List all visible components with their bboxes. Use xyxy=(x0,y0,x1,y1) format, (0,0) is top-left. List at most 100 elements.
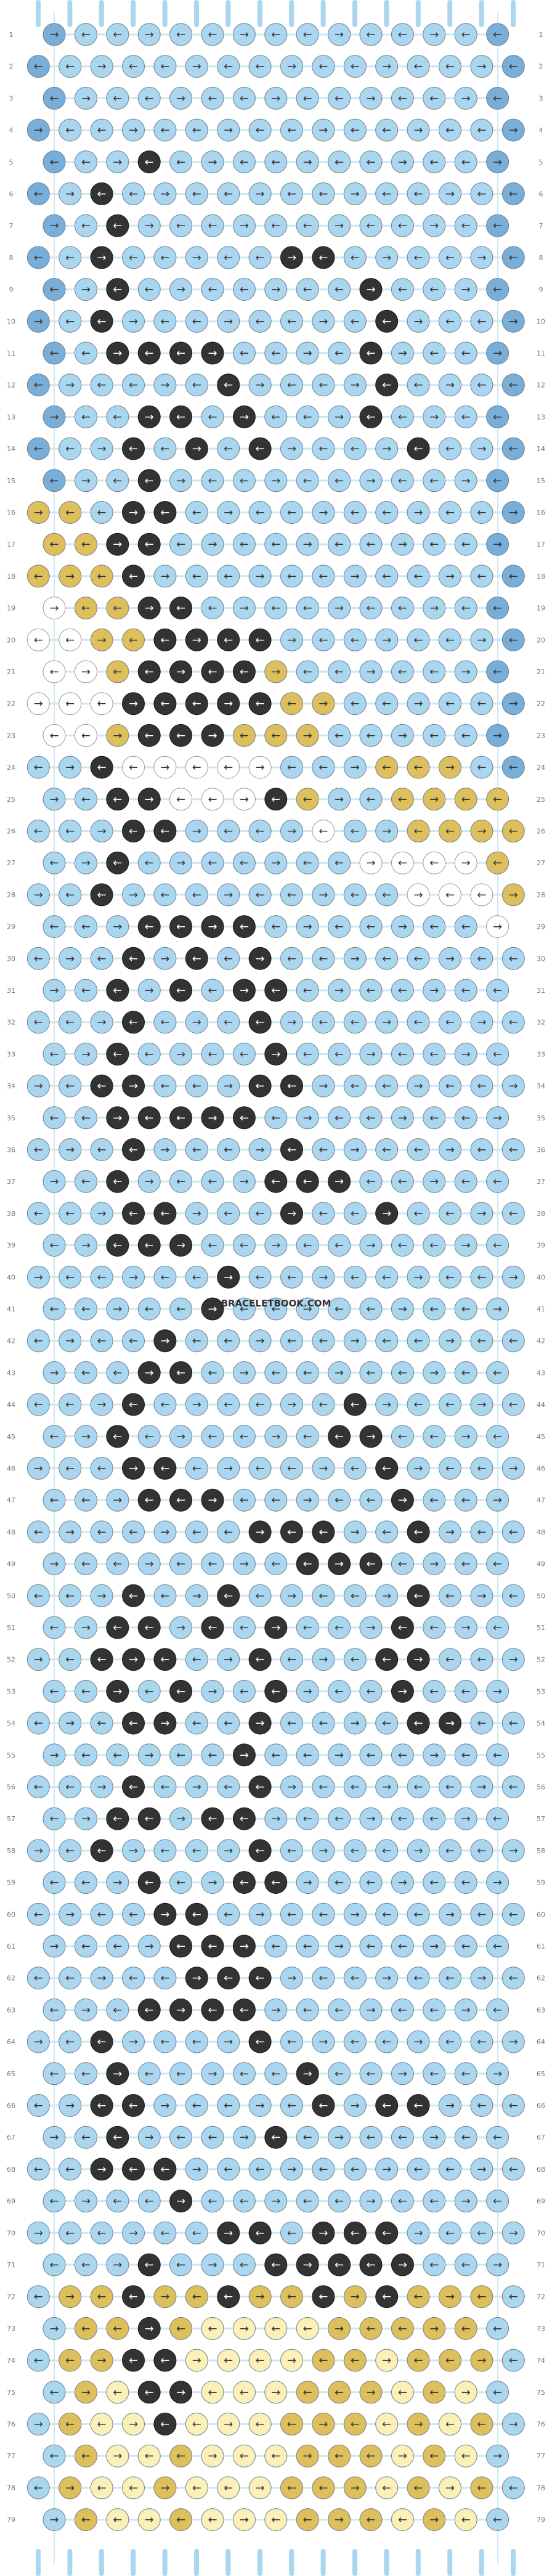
knot-arrow-icon: → xyxy=(65,952,75,965)
knot: ← xyxy=(486,788,509,811)
row-number-left: 20 xyxy=(7,636,15,644)
row-number-right: 59 xyxy=(537,1879,545,1887)
knot-arrow-icon: ← xyxy=(81,538,91,551)
knot-arrow-icon: ← xyxy=(303,475,312,487)
row-number-right: 62 xyxy=(537,1975,545,1983)
knot-arrow-icon: → xyxy=(414,2418,423,2431)
knot-arrow-icon: ← xyxy=(34,2100,43,2113)
knot-arrow-icon: ← xyxy=(398,666,407,679)
knot-arrow-icon: → xyxy=(303,1112,312,1125)
knot-arrow-icon: → xyxy=(113,2450,122,2463)
knot-arrow-icon: → xyxy=(303,1303,312,1316)
knot-arrow-icon: → xyxy=(414,124,423,137)
knot-arrow-icon: → xyxy=(65,1908,75,1921)
knot-arrow-icon: ← xyxy=(176,219,185,232)
knot-arrow-icon: ← xyxy=(97,1080,107,1093)
knot-arrow-icon: → xyxy=(160,2291,169,2304)
knot-arrow-icon: ← xyxy=(65,124,75,137)
knot-circle xyxy=(343,118,367,142)
knot-arrow-icon: ← xyxy=(160,1844,169,1857)
knot-arrow-icon: ← xyxy=(445,1972,455,1985)
knot: → xyxy=(43,214,86,237)
knot-circle xyxy=(296,214,319,237)
knot-arrow-icon: ← xyxy=(319,379,328,392)
knot-circle xyxy=(296,278,319,301)
knot-arrow-icon: ← xyxy=(509,251,518,264)
knot-arrow-icon: ← xyxy=(445,2227,455,2240)
knot-arrow-icon: ← xyxy=(429,2386,439,2399)
knot-arrow-icon: ← xyxy=(65,60,75,73)
knot-arrow-icon: ← xyxy=(461,1749,471,1762)
knot-arrow-icon: ← xyxy=(256,1271,265,1284)
knot-arrow-icon: → xyxy=(461,666,471,679)
knot-arrow-icon: ← xyxy=(192,124,201,137)
knot-arrow-icon: → xyxy=(303,921,312,934)
knot-circle xyxy=(201,86,224,110)
knot-arrow-icon: → xyxy=(493,2068,502,2081)
row-number-right: 12 xyxy=(537,381,545,389)
row-number-left: 16 xyxy=(7,509,15,517)
knot-circle xyxy=(359,278,383,301)
row-number-right: 16 xyxy=(537,509,545,517)
row-number-left: 1 xyxy=(9,31,14,39)
knot-arrow-icon: ← xyxy=(129,379,138,392)
knot-arrow-icon: ← xyxy=(208,2322,217,2335)
knot-arrow-icon: ← xyxy=(208,2195,217,2208)
knot-arrow-icon: ← xyxy=(65,1589,75,1602)
knot-arrow-icon: ← xyxy=(319,570,328,583)
knot-arrow-icon: ← xyxy=(97,1335,107,1348)
knot-arrow-icon: → xyxy=(49,28,59,41)
knot-arrow-icon: ← xyxy=(34,1398,43,1411)
knot-arrow-icon: ← xyxy=(256,634,265,646)
knot-arrow-icon: ← xyxy=(176,347,185,360)
knot-arrow-icon: ← xyxy=(493,857,502,870)
knot-arrow-icon: ← xyxy=(176,2322,185,2335)
knot: → xyxy=(486,1679,509,1703)
knot-arrow-icon: → xyxy=(240,1175,249,1188)
knot-circle xyxy=(470,246,493,269)
knot-arrow-icon: ← xyxy=(34,634,43,646)
knot-arrow-icon: ← xyxy=(477,124,486,137)
knot-arrow-icon: → xyxy=(335,1175,344,1188)
knot-arrow-icon: ← xyxy=(335,2068,344,2081)
knot-arrow-icon: ← xyxy=(97,889,107,902)
knot-arrow-icon: → xyxy=(192,634,201,646)
knot-circle xyxy=(232,278,256,301)
knot-arrow-icon: ← xyxy=(65,698,75,711)
knot-arrow-icon: ← xyxy=(256,1972,265,1985)
knot-arrow-icon: → xyxy=(509,2036,518,2048)
knot-arrow-icon: ← xyxy=(113,283,122,296)
row-number-right: 44 xyxy=(537,1401,545,1409)
knot-arrow-icon: → xyxy=(129,1653,138,1666)
row-number-left: 37 xyxy=(7,1178,15,1186)
knot-arrow-icon: ← xyxy=(445,251,455,264)
row-number-right: 30 xyxy=(537,955,545,963)
knot: → xyxy=(232,23,276,46)
knot-arrow-icon: ← xyxy=(319,825,328,838)
knot-arrow-icon: ← xyxy=(414,952,423,965)
knot-arrow-icon: ← xyxy=(49,1112,59,1125)
knot-circle xyxy=(169,278,193,301)
knot-arrow-icon: ← xyxy=(351,251,360,264)
knot-arrow-icon: ← xyxy=(351,825,360,838)
knot-circle xyxy=(423,278,446,301)
knot-arrow-icon: ← xyxy=(429,1494,439,1507)
knot-arrow-icon: ← xyxy=(509,1144,518,1157)
knot-arrow-icon: ← xyxy=(319,1207,328,1220)
knot-arrow-icon: ← xyxy=(145,2195,154,2208)
knot: ← xyxy=(264,214,308,237)
knot-circle xyxy=(169,214,193,237)
row-number-left: 15 xyxy=(7,477,15,485)
knot-arrow-icon: ← xyxy=(160,698,169,711)
knot-arrow-icon: → xyxy=(113,347,122,360)
knot-arrow-icon: ← xyxy=(49,1812,59,1825)
knot-circle xyxy=(359,214,383,237)
row-number-left: 27 xyxy=(7,859,15,867)
knot-circle xyxy=(248,55,272,78)
knot-arrow-icon: ← xyxy=(271,984,280,997)
row-number-left: 39 xyxy=(7,1242,15,1250)
knot-arrow-icon: → xyxy=(319,2227,328,2240)
knot-circle xyxy=(439,182,461,205)
knot-arrow-icon: → xyxy=(34,1271,43,1284)
knot-arrow-icon: ← xyxy=(477,1844,486,1857)
